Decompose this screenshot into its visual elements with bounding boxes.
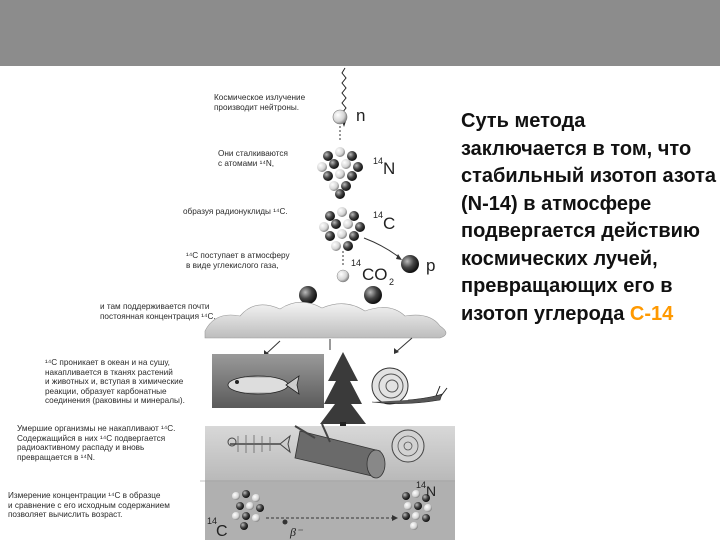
n14-nucleus xyxy=(317,147,363,199)
co2-oxygen-left xyxy=(299,286,317,304)
c14-mass: 14 xyxy=(373,210,383,220)
radiocarbon-diagram: n 14 N 14 C p xyxy=(0,66,456,540)
isotope-highlight: С-14 xyxy=(629,302,674,325)
c14-nucleus-decay xyxy=(232,490,264,530)
body-main-text: Суть метода заключается в том, что стаби… xyxy=(461,110,716,325)
caption-radionuclides: образуя радионуклиды ¹⁴C. xyxy=(183,207,288,216)
c14b-symbol: C xyxy=(216,523,228,540)
cloud-layer xyxy=(204,301,447,339)
proton-arrow xyxy=(363,237,401,259)
fish xyxy=(227,375,300,395)
n14-symbol: N xyxy=(383,159,395,178)
caption-decay: Умершие организмы не накапливают ¹⁴C. Со… xyxy=(17,424,176,462)
n14-mass: 14 xyxy=(373,156,383,166)
n14b-mass: 14 xyxy=(416,480,426,490)
diagram-graphics: n 14 N 14 C p xyxy=(200,67,455,540)
n14-nucleus-decay xyxy=(402,490,432,530)
co2-subscript: 2 xyxy=(389,277,394,287)
arrow-to-snail xyxy=(395,337,413,353)
caption-concentration: и там поддерживается почти постоянная ко… xyxy=(100,302,216,321)
co2-oxygen-right xyxy=(364,286,382,304)
proton-particle xyxy=(401,255,419,273)
co2-symbol: CO xyxy=(362,265,388,284)
c14b-mass: 14 xyxy=(207,516,217,526)
c14-symbol: C xyxy=(383,214,395,233)
caption-measurement: Измерение концентрации ¹⁴C в образце и с… xyxy=(8,491,170,520)
fish-skeleton xyxy=(227,434,291,454)
slide-body-text: Суть метода заключается в том, что стаби… xyxy=(461,108,716,328)
neutron-particle xyxy=(332,109,348,125)
fallen-log xyxy=(294,423,386,479)
snail xyxy=(371,367,448,405)
caption-cosmic-rays: Космическое излучение производит нейтрон… xyxy=(214,93,306,112)
caption-atmosphere: ¹⁴C поступает в атмосферу в виде углекис… xyxy=(186,251,290,270)
co2-mass: 14 xyxy=(351,258,361,268)
proton-label: p xyxy=(426,256,435,275)
electron-particle xyxy=(282,519,288,525)
caption-collision: Они сталкиваются с атомами ¹⁴N, xyxy=(218,149,288,168)
neutron-label: n xyxy=(356,106,365,125)
caption-accumulation: ¹⁴C проникает в океан и на сушу, накапли… xyxy=(45,358,185,406)
c14-nucleus xyxy=(319,207,365,251)
conifer-tree xyxy=(320,352,366,428)
co2-carbon xyxy=(336,269,350,283)
n14b-symbol: N xyxy=(426,483,436,499)
arrow-to-ocean xyxy=(265,340,281,355)
beta-label: β⁻ xyxy=(289,525,304,539)
fossil-shell xyxy=(391,429,425,463)
